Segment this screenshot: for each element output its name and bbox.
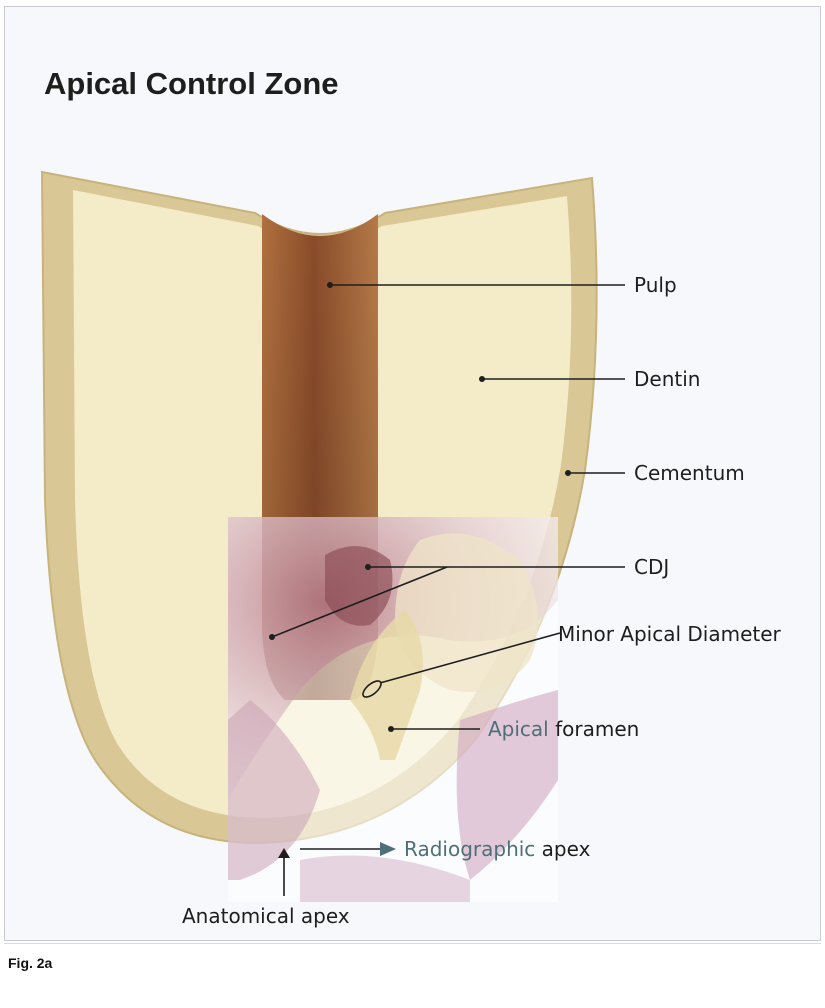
cementum-label: Cementum <box>634 461 745 485</box>
figure-caption: Fig. 2a <box>8 955 52 971</box>
cdj-label: CDJ <box>634 555 669 579</box>
anatomical-apex-label: Anatomical apex <box>182 904 350 928</box>
minor-apical-diameter-label: Minor Apical Diameter <box>558 622 782 646</box>
apical-foramen-label: Apical foramen <box>488 717 639 741</box>
pulp-label: Pulp <box>634 273 677 297</box>
radiographic-apex-label: Radiographic apex <box>404 837 591 861</box>
dentin-label: Dentin <box>634 367 700 391</box>
caption-divider <box>4 943 821 944</box>
